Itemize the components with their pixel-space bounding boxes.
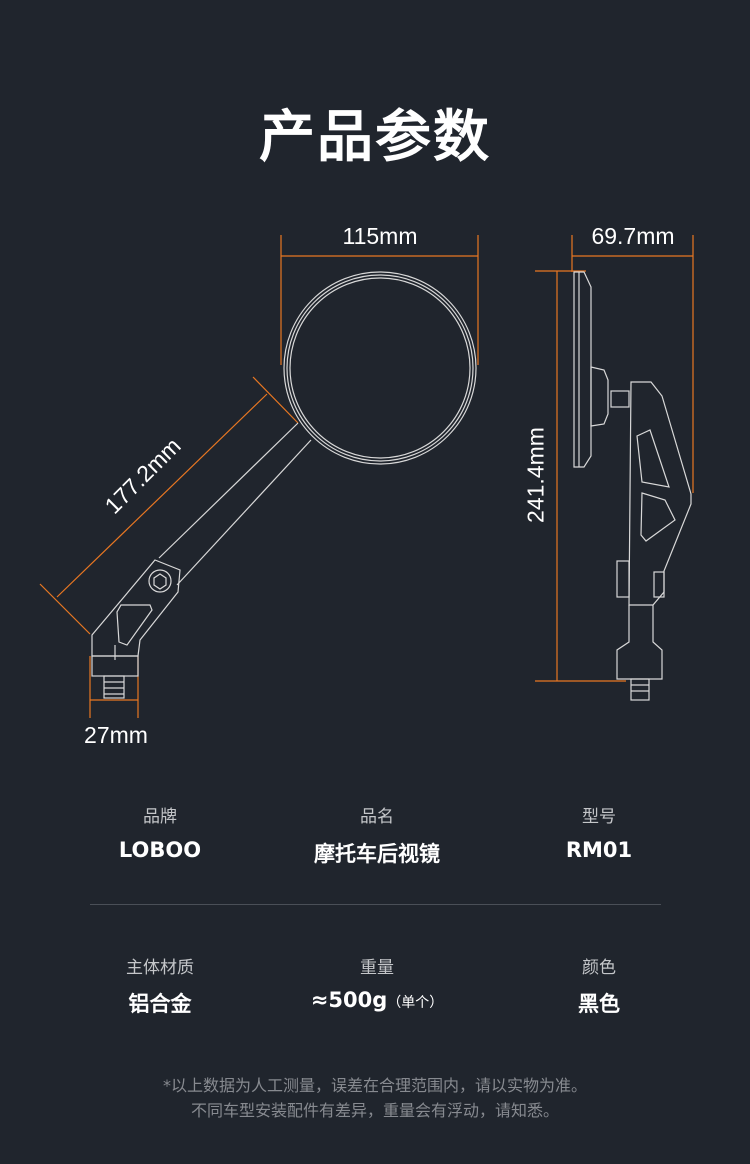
- side-depth-label: 69.7mm: [591, 223, 675, 249]
- divider: [90, 904, 661, 905]
- page-title: 产品参数: [259, 105, 491, 170]
- total-height-label: 241.4mm: [522, 427, 549, 523]
- spec-value-product-name: 摩托车后视镜: [314, 842, 440, 866]
- spec-value-model: RM01: [565, 838, 633, 862]
- spec-label-model: 型号: [582, 807, 616, 827]
- weight-value: ≈500g: [310, 988, 388, 1012]
- spec-label-material: 主体材质: [126, 958, 194, 978]
- spec-value-material: 铝合金: [128, 992, 192, 1016]
- weight-note: （单个）: [387, 995, 444, 1011]
- spec-label-brand: 品牌: [143, 807, 177, 827]
- dimension-lines: [39, 235, 694, 718]
- spec-value-brand: LOBOO: [118, 838, 202, 862]
- mirror-width-label: 115mm: [342, 223, 418, 249]
- spec-label-weight: 重量: [360, 958, 394, 978]
- spec-label-color: 颜色: [582, 958, 616, 978]
- side-view-mirror: [573, 271, 692, 701]
- spec-value-weight: ≈500g（单个）: [267, 988, 487, 1012]
- spec-label-product-name: 品名: [360, 807, 394, 827]
- product-dimension-drawing: [39, 235, 694, 718]
- mount-width-label: 27mm: [84, 722, 148, 748]
- footnote-line-1: *以上数据为人工测量，误差在合理范围内，请以实物为准。: [162, 1076, 587, 1095]
- front-view-mirror: [91, 271, 477, 699]
- spec-value-color: 黑色: [578, 992, 620, 1016]
- footnote-line-2: 不同车型安装配件有差异，重量会有浮动，请知悉。: [190, 1101, 559, 1120]
